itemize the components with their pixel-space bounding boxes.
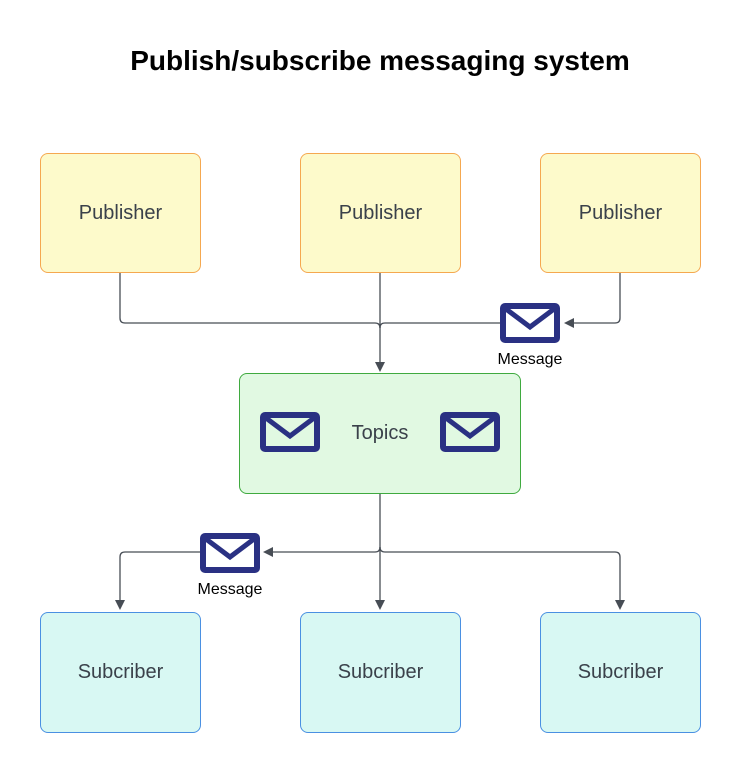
- publisher-box-1[interactable]: Publisher: [40, 153, 201, 273]
- publisher-box-3[interactable]: Publisher: [540, 153, 701, 273]
- publisher-label: Publisher: [578, 201, 663, 224]
- topics-label: Topics: [351, 422, 409, 444]
- publisher-label: Publisher: [338, 201, 423, 224]
- envelope-icon: [260, 412, 320, 452]
- connector-publisher-3-a: [564, 273, 621, 328]
- subscriber-label: Subcriber: [77, 661, 164, 683]
- envelope-icon: [200, 533, 260, 573]
- connector-publisher-3-b: [379, 322, 500, 329]
- subscriber-box-3[interactable]: Subcriber: [540, 612, 701, 733]
- publisher-box-2[interactable]: Publisher: [300, 153, 461, 273]
- connector-sub-1-a: [263, 546, 381, 557]
- diagram-title: Publish/subscribe messaging system: [130, 45, 630, 76]
- message-label: Message: [197, 581, 263, 598]
- subscriber-label: Subcriber: [337, 661, 424, 683]
- connector-sub-3: [379, 546, 625, 610]
- connector-publisher-1: [119, 273, 381, 329]
- connector-sub-1-b: [115, 551, 200, 610]
- envelope-icon: [500, 303, 560, 343]
- subscriber-box-1[interactable]: Subcriber: [40, 612, 201, 733]
- subscriber-box-2[interactable]: Subcriber: [300, 612, 461, 733]
- message-label: Message: [497, 351, 563, 368]
- publisher-label: Publisher: [78, 201, 163, 224]
- envelope-icon: [440, 412, 500, 452]
- subscriber-label: Subcriber: [577, 661, 664, 683]
